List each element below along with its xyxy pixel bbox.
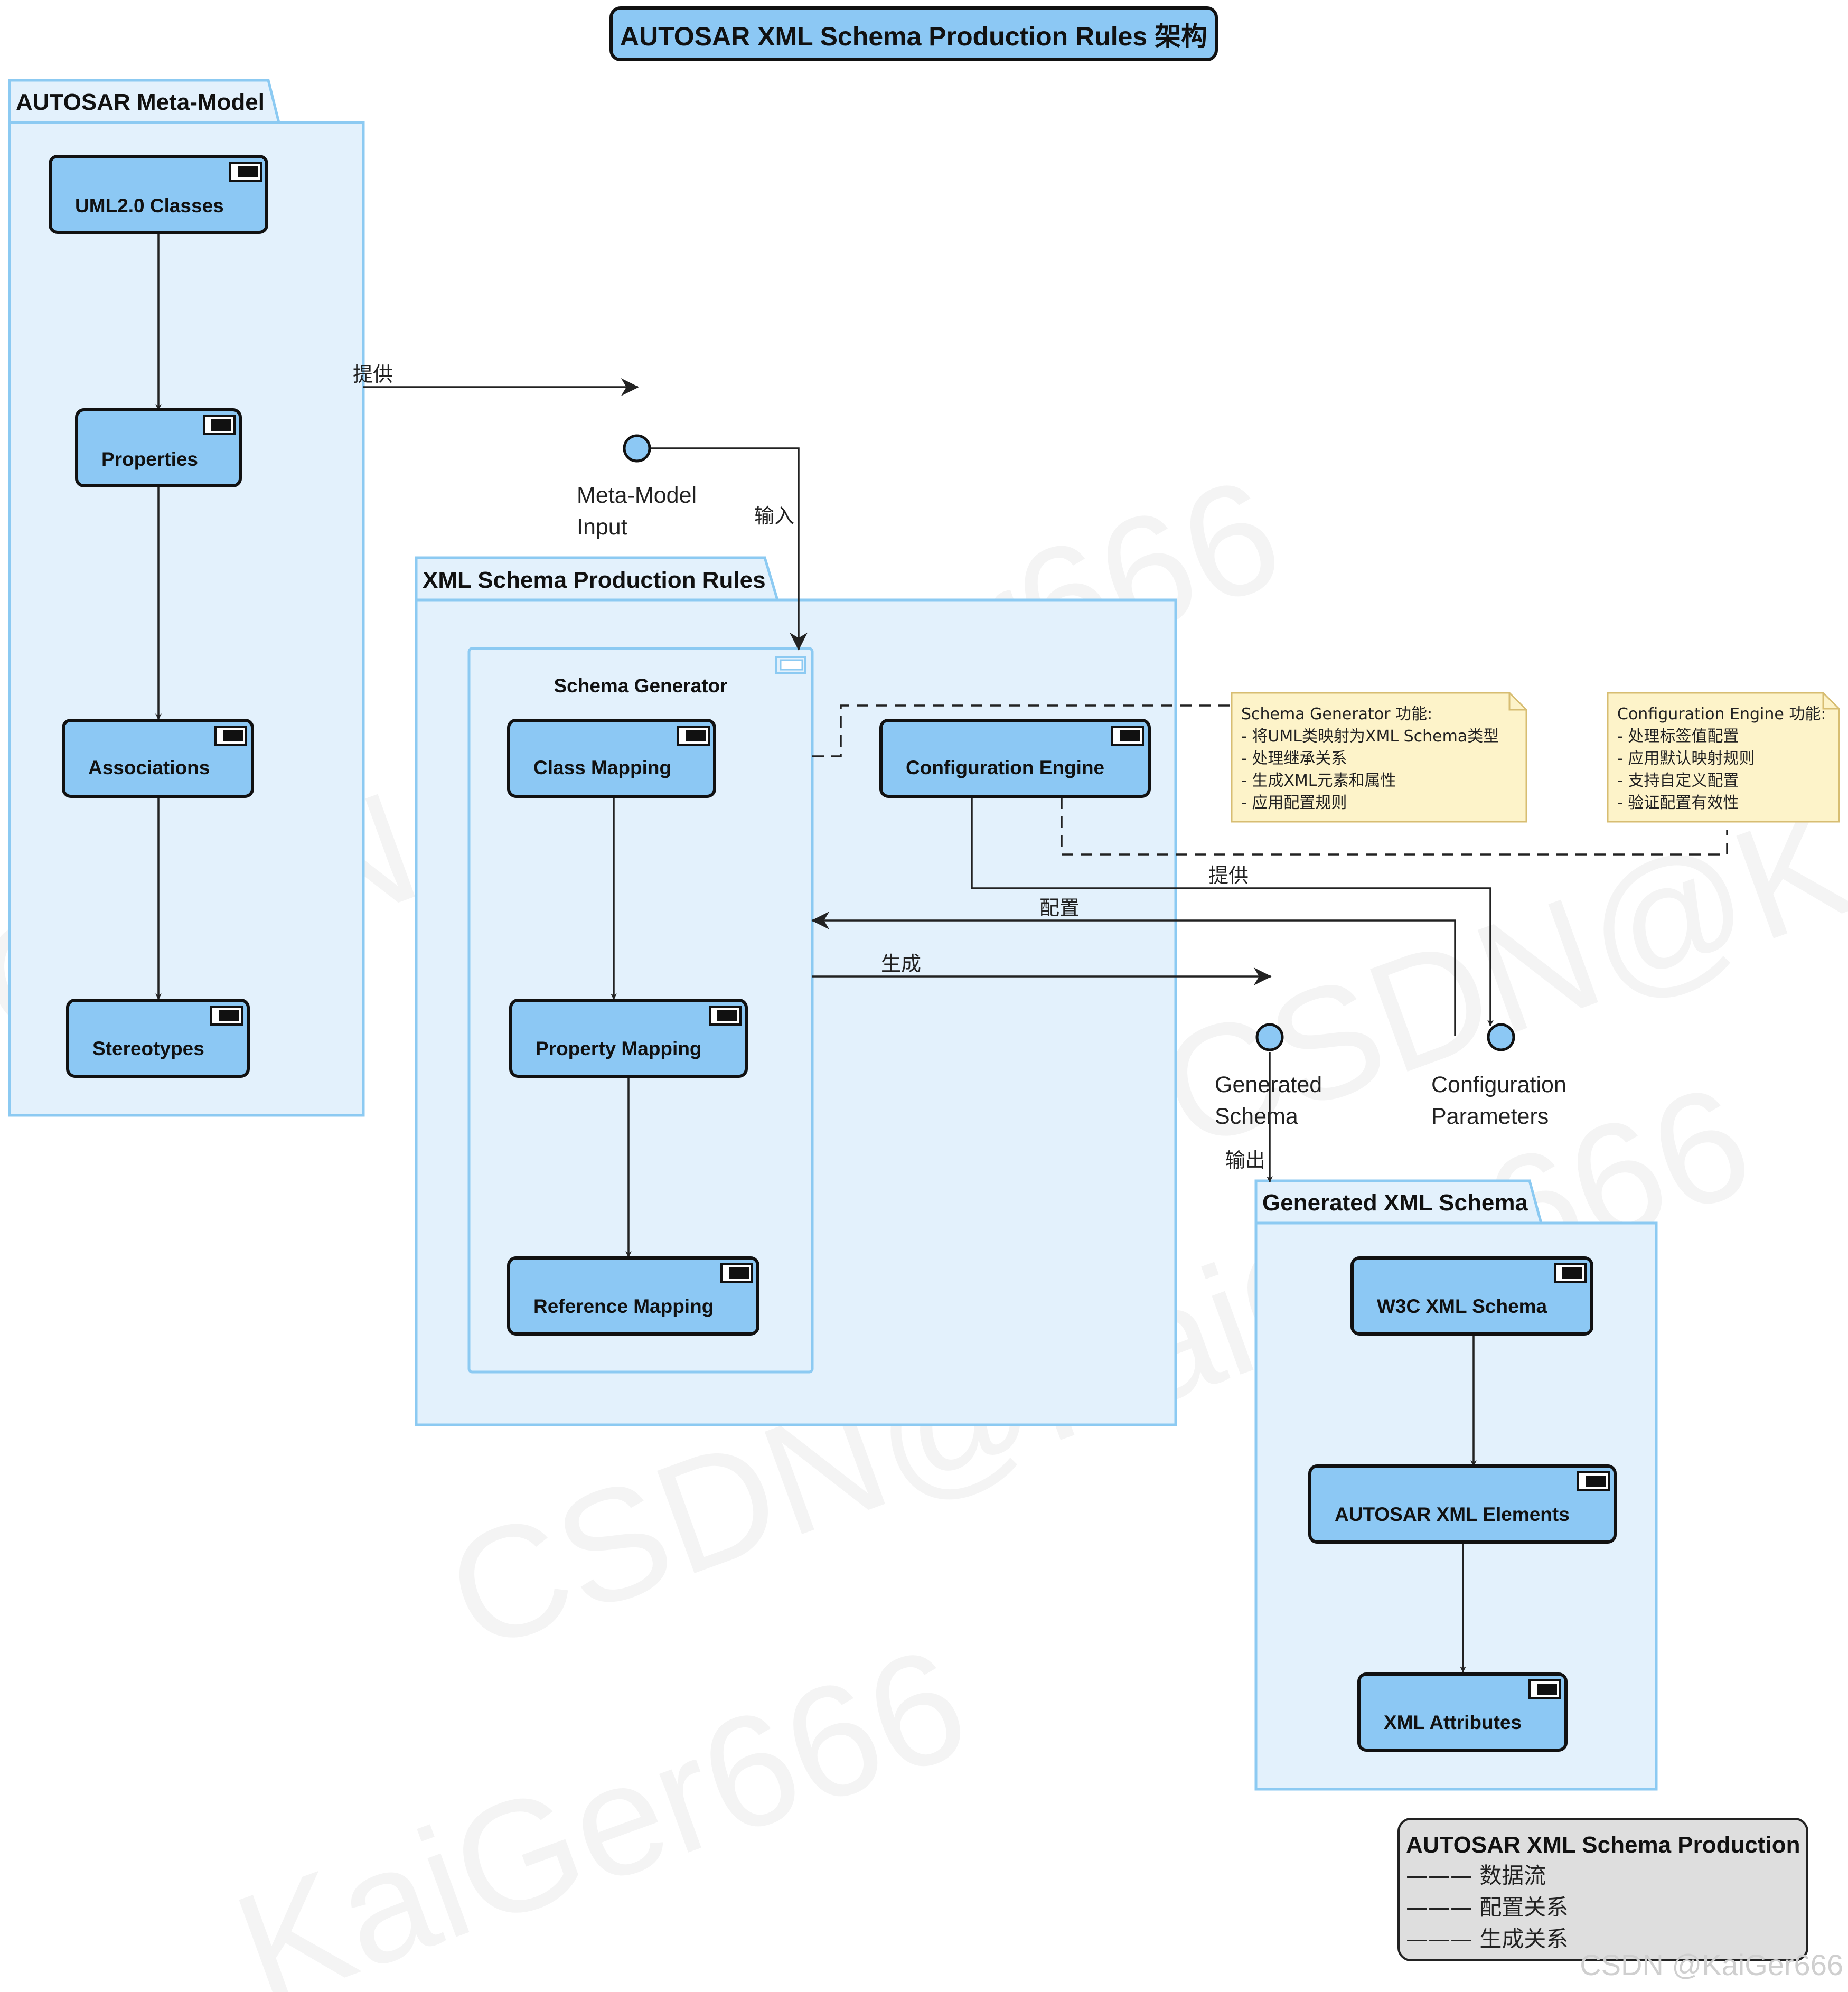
note-line: - 处理继承关系 xyxy=(1241,749,1347,768)
diagram-title: AUTOSAR XML Schema Production Rules 架构 xyxy=(609,6,1218,61)
interface-label: Parameters xyxy=(1431,1104,1549,1129)
interface-label: Configuration xyxy=(1431,1072,1566,1097)
component-label: Property Mapping xyxy=(536,1038,702,1059)
component-class-mapping[interactable]: Class Mapping xyxy=(507,719,716,798)
legend-item: ——— 配置关系 xyxy=(1406,1894,1568,1920)
legend: AUTOSAR XML Schema Production ——— 数据流 ——… xyxy=(1397,1818,1808,1961)
title-text: AUTOSAR XML Schema Production Rules 架构 xyxy=(620,22,1207,51)
note-line: - 应用默认映射规则 xyxy=(1617,749,1755,768)
component-property-mapping[interactable]: Property Mapping xyxy=(509,999,748,1078)
package-label: Generated XML Schema xyxy=(1262,1190,1528,1216)
component-xml-attributes[interactable]: XML Attributes xyxy=(1357,1672,1568,1752)
note-line: Configuration Engine 功能: xyxy=(1617,705,1826,723)
component-label: Properties xyxy=(101,448,198,470)
note-line: - 应用配置规则 xyxy=(1241,794,1347,812)
edge-label-input: 输入 xyxy=(754,504,794,528)
schema-generator-label: Schema Generator xyxy=(554,675,727,697)
interface-label: Meta-Model xyxy=(577,483,697,508)
component-icon xyxy=(775,656,806,674)
component-associations[interactable]: Associations xyxy=(62,719,254,798)
component-label: Reference Mapping xyxy=(533,1295,714,1317)
component-label: Configuration Engine xyxy=(906,757,1104,778)
note-line: Schema Generator 功能: xyxy=(1241,705,1432,723)
component-w3c-xml-schema[interactable]: W3C XML Schema xyxy=(1350,1256,1593,1336)
package-label: XML Schema Production Rules xyxy=(423,567,766,593)
interface-label: Schema xyxy=(1215,1104,1298,1129)
component-reference-mapping[interactable]: Reference Mapping xyxy=(507,1256,759,1336)
component-label: UML2.0 Classes xyxy=(75,195,224,217)
note-line: - 处理标签值配置 xyxy=(1617,727,1739,746)
watermark-4: KaiGer666 xyxy=(215,1613,988,1992)
component-label: XML Attributes xyxy=(1384,1712,1522,1733)
interface-label: Input xyxy=(577,514,627,540)
legend-title: AUTOSAR XML Schema Production xyxy=(1406,1832,1800,1858)
interface-label: Generated xyxy=(1215,1072,1322,1097)
interface-generated-schema[interactable]: Generated Schema xyxy=(1215,1023,1322,1129)
component-configuration-engine[interactable]: Configuration Engine xyxy=(879,719,1151,798)
component-label: W3C XML Schema xyxy=(1377,1295,1547,1317)
legend-item: ——— 数据流 xyxy=(1406,1863,1546,1888)
legend-item: ——— 生成关系 xyxy=(1406,1926,1568,1952)
note-schema-generator: Schema Generator 功能: - 将UML类映射为XML Schem… xyxy=(1231,692,1527,823)
package-label: AUTOSAR Meta-Model xyxy=(16,89,265,115)
edge-label-output: 输出 xyxy=(1225,1149,1265,1172)
component-label: AUTOSAR XML Elements xyxy=(1335,1504,1570,1525)
interface-meta-model-input[interactable]: Meta-Model Input xyxy=(577,434,697,540)
components: UML2.0 Classes Properties Associations S… xyxy=(49,155,1617,1752)
component-label: Associations xyxy=(88,757,210,778)
component-properties[interactable]: Properties xyxy=(75,408,242,487)
note-configuration-engine: Configuration Engine 功能: - 处理标签值配置 - 应用默… xyxy=(1607,692,1840,823)
note-line: - 验证配置有效性 xyxy=(1617,794,1739,812)
component-stereotypes[interactable]: Stereotypes xyxy=(66,999,250,1078)
component-label: Stereotypes xyxy=(92,1038,204,1059)
interfaces: Meta-Model Input Generated Schema Config… xyxy=(577,434,1566,1129)
note-line: - 生成XML元素和属性 xyxy=(1241,772,1396,790)
component-label: Class Mapping xyxy=(533,757,671,778)
edge-label-generate: 生成 xyxy=(881,952,921,975)
component-uml-classes[interactable]: UML2.0 Classes xyxy=(49,155,268,234)
edge-label-provide-config: 提供 xyxy=(1208,864,1249,887)
package-meta-model: AUTOSAR Meta-Model xyxy=(8,79,365,1117)
note-line: - 将UML类映射为XML Schema类型 xyxy=(1241,727,1499,746)
edge-label-provide: 提供 xyxy=(353,363,393,386)
interface-configuration-parameters[interactable]: Configuration Parameters xyxy=(1431,1023,1566,1129)
edges: 提供 输入 生成 配置 提供 输出 xyxy=(155,232,1728,1673)
credit-watermark: CSDN @KaiGer666 xyxy=(1580,1948,1843,1981)
note-line: - 支持自定义配置 xyxy=(1617,772,1739,790)
edge-label-configure: 配置 xyxy=(1039,896,1080,919)
component-autosar-xml-elements[interactable]: AUTOSAR XML Elements xyxy=(1308,1464,1617,1544)
